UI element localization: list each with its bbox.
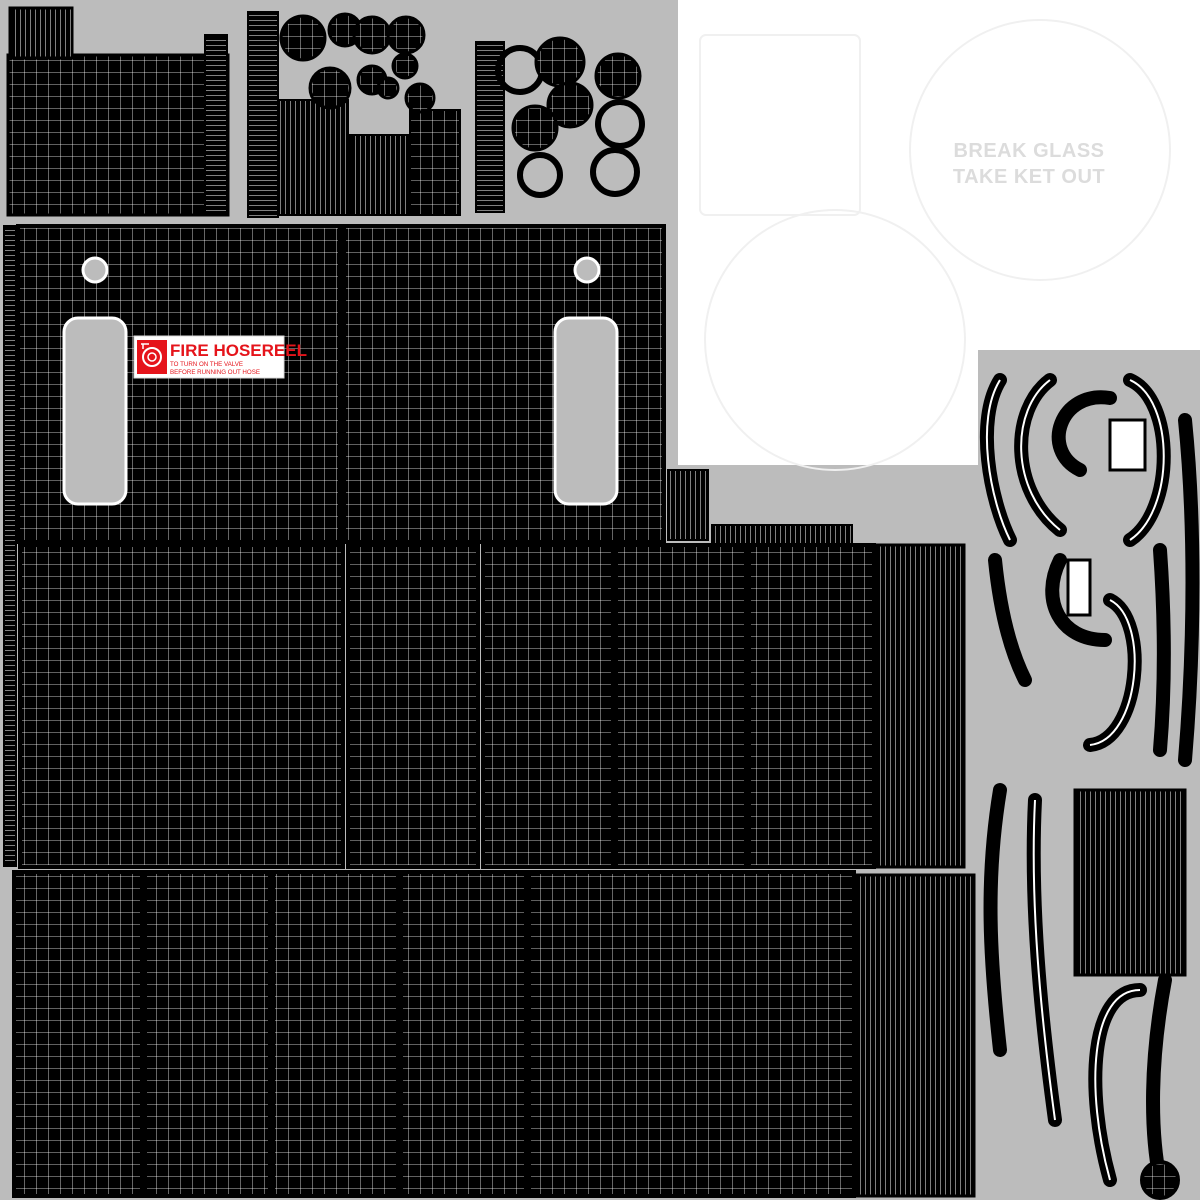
break-glass-line-1: BREAK GLASS xyxy=(953,140,1104,162)
hose-reel-strips xyxy=(1066,418,1187,1200)
sign-line-2: BEFORE RUNNING OUT HOSE xyxy=(170,369,260,376)
break-glass-line-2: TAKE KET OUT xyxy=(953,166,1105,188)
hose-reel-parts-wire xyxy=(985,379,1165,1181)
cabinet-panels-top xyxy=(3,224,666,867)
top-islands xyxy=(6,6,645,218)
fire-hose-icon xyxy=(137,340,167,374)
sign-line-1: TO TURN ON THE VALVE xyxy=(170,361,243,368)
cabinet-panels-middle xyxy=(18,543,966,869)
ghost-outlines xyxy=(699,19,1171,471)
cabinet-panels-bottom xyxy=(12,870,976,1198)
small-parts-strip xyxy=(667,469,853,548)
sign-title: FIRE HOSEREEL xyxy=(170,341,307,360)
break-glass-label: BREAK GLASS TAKE KET OUT xyxy=(953,140,1105,188)
fire-hosereel-sign: FIRE HOSEREEL TO TURN ON THE VALVE BEFOR… xyxy=(133,335,307,379)
